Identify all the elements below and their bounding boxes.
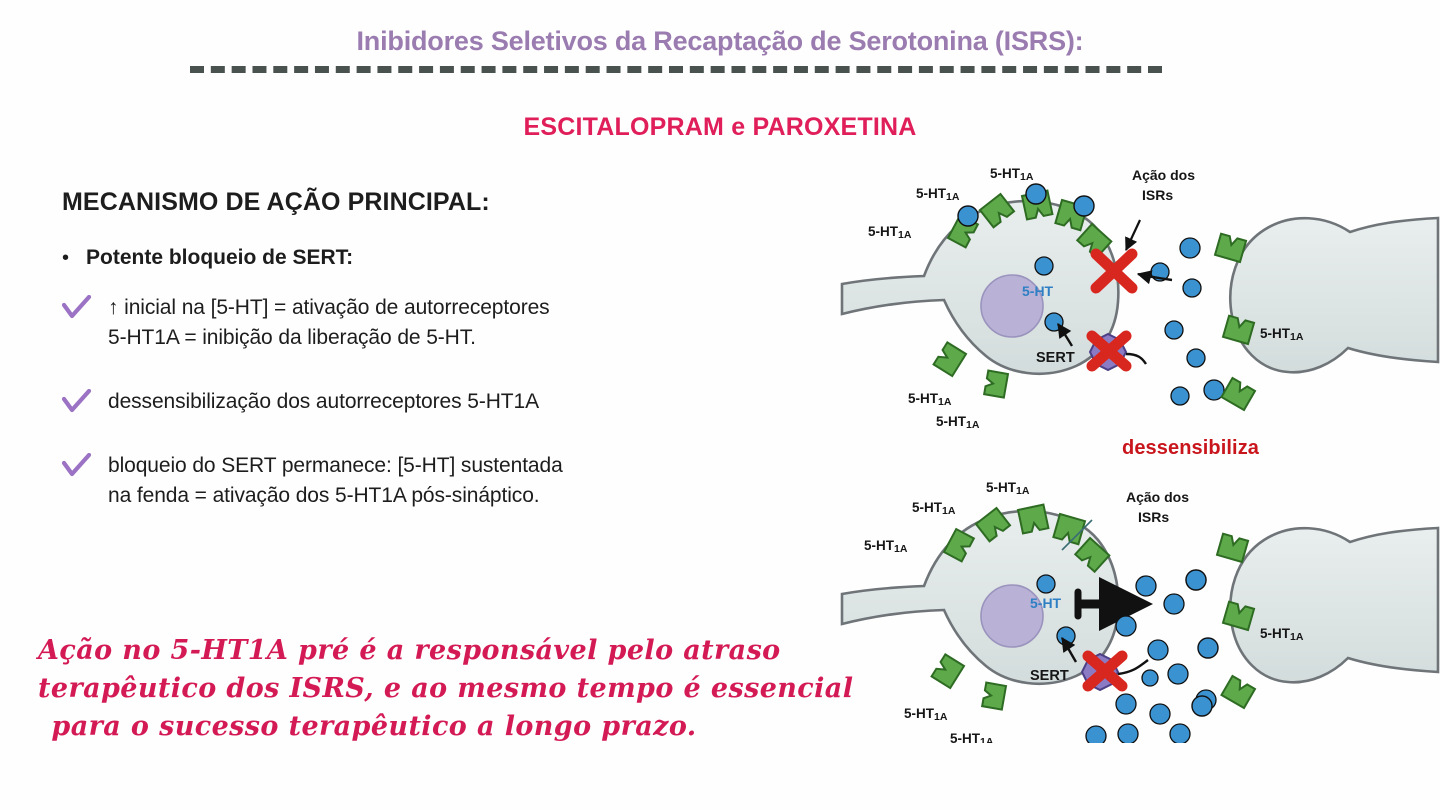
nucleus [980,274,1044,338]
svg-text:5-HT1A: 5-HT1A [990,166,1034,183]
red-x-sert-icon [1082,650,1128,692]
svg-text:5-HT1A: 5-HT1A [904,706,948,723]
bullet-dot-icon: • [62,247,70,269]
check-icon [62,387,108,415]
red-x-cleft-icon [1090,248,1138,294]
serotonin-label: 5-HT [1022,283,1054,299]
section-heading: MECANISMO DE AÇÃO PRINCIPAL: [62,188,490,216]
svg-text:5-HT1A: 5-HT1A [950,731,994,743]
svg-text:ISRs: ISRs [1138,509,1169,525]
title-divider [190,66,1162,73]
list-item: bloqueio do SERT permanece: [5-HT] suste… [62,451,802,511]
synapse-diagram-chronic: 5-HT1A 5-HT1A 5-HT1A 5-HT1A 5-HT1A 5-HT1… [840,468,1440,748]
check-icon [62,293,108,321]
svg-text:5-HT1A: 5-HT1A [1260,626,1304,643]
list-item: ↑ inicial na [5-HT] = ativação de autorr… [62,293,802,353]
svg-text:5-HT1A: 5-HT1A [864,538,908,555]
svg-text:5-HT1A: 5-HT1A [868,224,912,241]
svg-text:5-HT1A: 5-HT1A [908,391,952,408]
list-item-text: bloqueio do SERT permanece: [5-HT] suste… [108,451,563,511]
list-item-line1: bloqueio do SERT permanece: [5-HT] suste… [108,454,563,477]
postsynaptic-neuron [1229,526,1440,684]
svg-text:Ação dos: Ação dos [1132,167,1195,183]
receptor-labels: 5-HT1A 5-HT1A 5-HT1A 5-HT1A 5-HT1A 5-HT1… [868,166,1304,431]
postsynaptic-receptor-group [1185,532,1257,717]
serotonin-label: 5-HT [1030,595,1062,611]
quote-line-2: terapêutico dos ISRS, e ao mesmo tempo é… [38,673,854,704]
annotation-dessensibiliza: dessensibiliza [1122,437,1260,459]
svg-text:5-HT1A: 5-HT1A [916,186,960,203]
list-item-line2: 5-HT1A = inibição da liberação de 5-HT. [108,326,476,349]
synapse-diagram-acute: 5-HT1A 5-HT1A 5-HT1A 5-HT1A 5-HT1A 5-HT1… [840,158,1440,433]
dessensibiliza-leader-line [1061,519,1093,551]
isrs-pointer-arrow [1125,219,1141,251]
isrs-action-label: Ação dos ISRs [1126,489,1189,525]
list-item-text: dessensibilização dos autorreceptores 5-… [108,387,539,417]
list-item-line2: na fenda = ativação dos 5-HT1A pós-sináp… [108,484,540,507]
svg-text:Ação dos: Ação dos [1126,489,1189,505]
isrs-action-label: Ação dos ISRs [1132,167,1195,203]
svg-text:5-HT1A: 5-HT1A [1260,326,1304,343]
autoreceptor-group-desensitized [930,503,1111,711]
svg-text:5-HT1A: 5-HT1A [936,414,980,431]
check-icon [62,451,108,479]
list-item-text: ↑ inicial na [5-HT] = ativação de autorr… [108,293,550,353]
release-arrow-icon [1074,577,1153,631]
sert-label: SERT [1030,668,1069,684]
nucleus [980,584,1044,648]
quote-line-1: Ação no 5-HT1A pré é a responsável pelo … [38,635,781,666]
svg-text:ISRs: ISRs [1142,187,1173,203]
svg-text:5-HT1A: 5-HT1A [912,500,956,517]
red-x-sert-icon [1086,330,1132,372]
quote-line-3: para o sucesso terapêutico a longo prazo… [51,711,697,742]
bullet-item-sert: • Potente bloqueio de SERT: [62,245,802,271]
list-item-line1: ↑ inicial na [5-HT] = ativação de autorr… [108,296,550,319]
postsynaptic-receptor-group [1213,232,1257,412]
page-title: Inibidores Seletivos da Recaptação de Se… [356,26,1084,56]
presynaptic-neuron [840,199,1120,376]
highlight-quote: Ação no 5-HT1A pré é a responsável pelo … [38,632,854,746]
list-item: dessensibilização dos autorreceptores 5-… [62,387,802,417]
checklist: ↑ inicial na [5-HT] = ativação de autorr… [62,293,802,511]
reuptake-arrow [1136,270,1173,285]
bullet-item-label: Potente bloqueio de SERT: [86,246,354,269]
svg-text:5-HT1A: 5-HT1A [986,480,1030,497]
page-subtitle: ESCITALOPRAM e PAROXETINA [523,113,917,141]
content-column: MECANISMO DE AÇÃO PRINCIPAL: • Potente b… [62,188,802,545]
postsynaptic-neuron [1229,216,1440,374]
sert-label: SERT [1036,350,1075,366]
list-item-line1: dessensibilização dos autorreceptores 5-… [108,390,539,413]
